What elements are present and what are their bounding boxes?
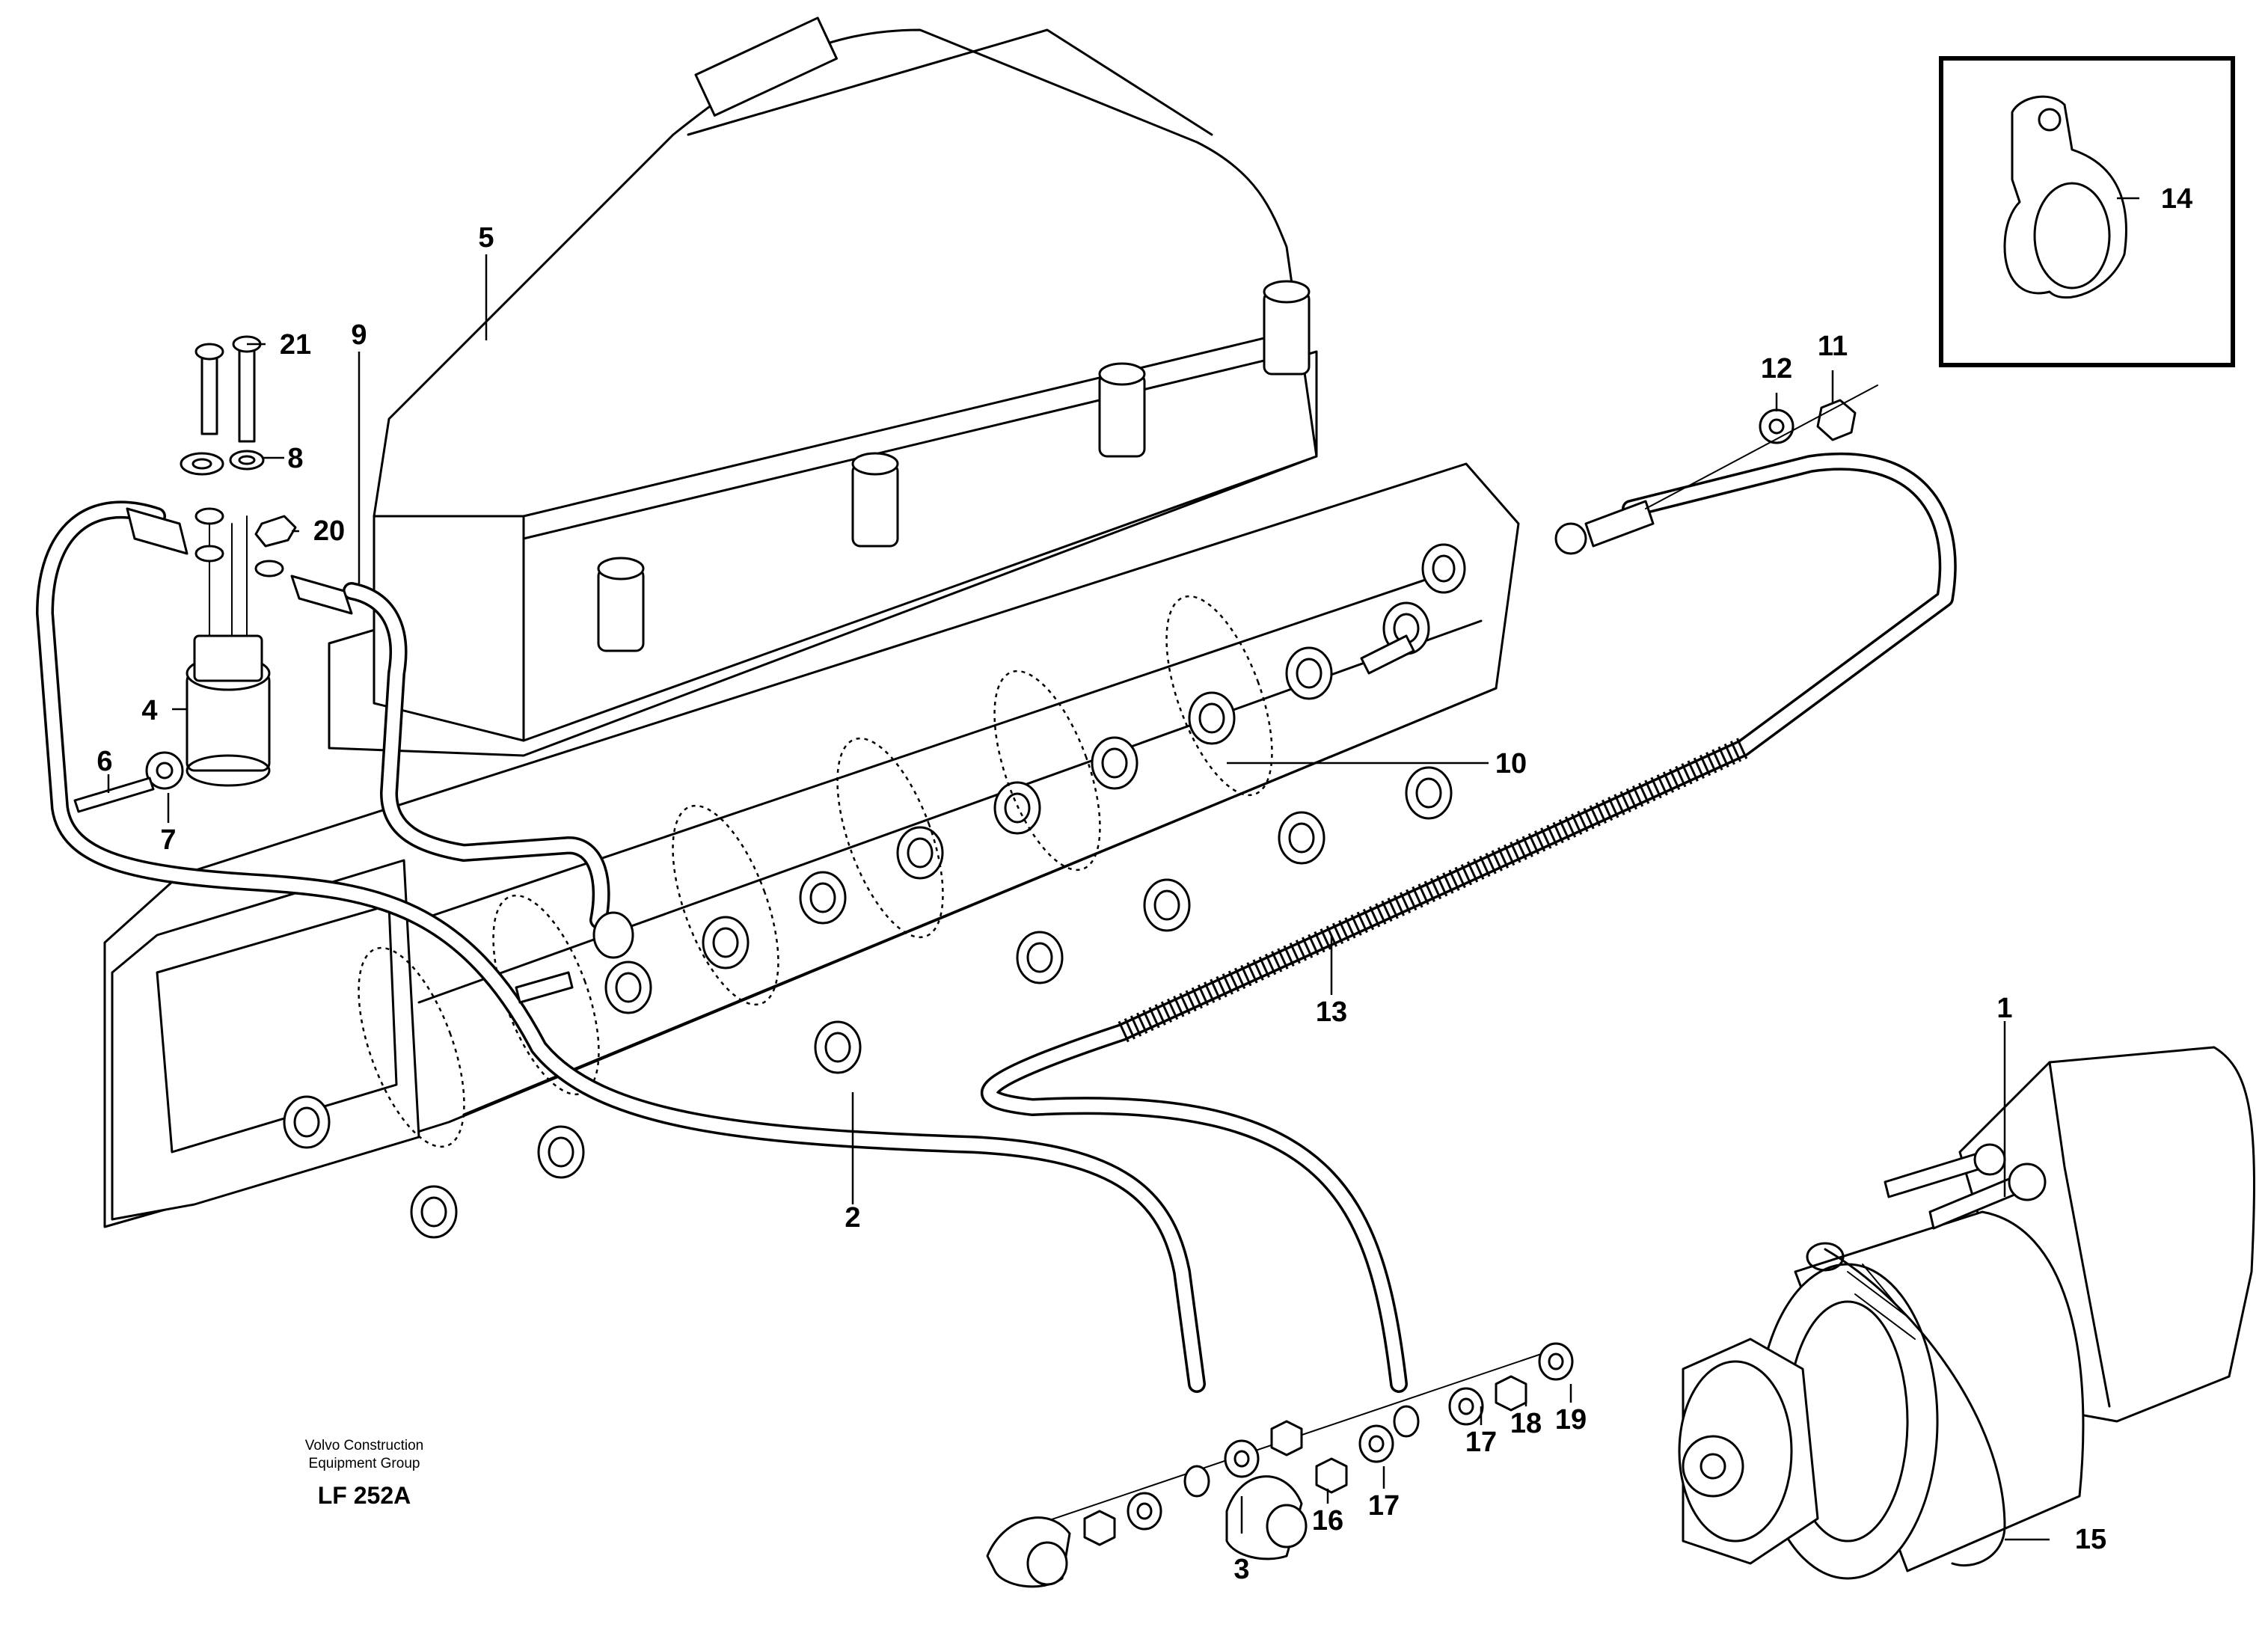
leader-lines	[107, 197, 2139, 1541]
drawing-credit: Volvo Construction Equipment Group LF 25…	[305, 1438, 423, 1509]
cable-2	[36, 500, 1206, 1393]
callout-13: 13	[1316, 996, 1347, 1028]
callouts: 1 2 3 4 5 6 7 8 9 10 11 12 13 14 15 16 1…	[96, 183, 2192, 1585]
callout-6: 6	[96, 746, 112, 777]
callout-17b: 17	[1465, 1427, 1497, 1458]
bolts-21	[194, 335, 262, 443]
credit-line-1: Volvo Construction	[305, 1438, 423, 1454]
valve-cover	[328, 16, 1318, 757]
callout-16: 16	[1312, 1505, 1343, 1537]
relay	[186, 515, 271, 787]
callout-10: 10	[1495, 748, 1527, 779]
callout-15: 15	[2075, 1524, 2106, 1555]
callout-4: 4	[141, 695, 157, 726]
detail-inset	[1939, 56, 2235, 367]
washers	[73, 450, 297, 813]
callout-14: 14	[2161, 183, 2192, 215]
cable-terminals	[126, 500, 1655, 1004]
callout-12: 12	[1761, 353, 1792, 385]
callout-3: 3	[1233, 1554, 1249, 1585]
callout-7: 7	[160, 824, 176, 856]
callout-9: 9	[351, 319, 367, 351]
lower-fasteners	[986, 1342, 1574, 1588]
callout-1: 1	[1996, 993, 2012, 1024]
callout-2: 2	[845, 1202, 860, 1234]
callout-11: 11	[1818, 331, 1848, 362]
callout-17a: 17	[1368, 1490, 1400, 1522]
drawing-code: LF 252A	[318, 1482, 411, 1509]
nut-washer-11-12	[1645, 385, 1878, 509]
cable-9	[343, 582, 610, 929]
callout-5: 5	[478, 222, 494, 254]
callout-8: 8	[287, 443, 303, 474]
callout-18: 18	[1510, 1408, 1542, 1439]
callout-19: 19	[1555, 1404, 1587, 1436]
callout-21: 21	[280, 329, 311, 361]
callout-20: 20	[313, 515, 345, 547]
cable-13	[981, 452, 1957, 1393]
credit-line-2: Equipment Group	[309, 1456, 420, 1471]
starter-motor	[1678, 1046, 2255, 1580]
